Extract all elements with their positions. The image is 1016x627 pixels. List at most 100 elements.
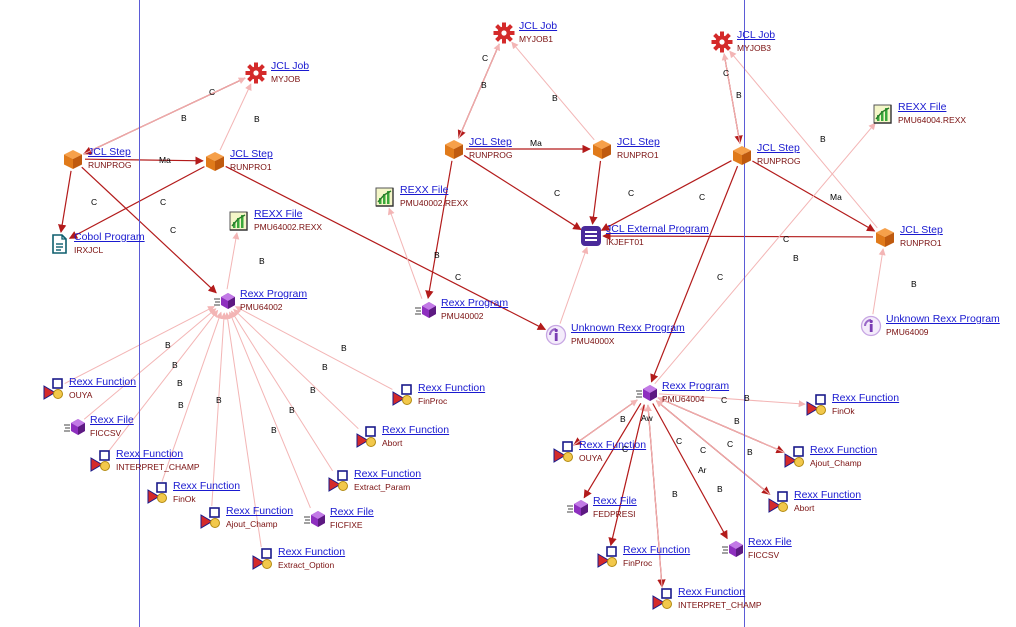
node-type-link[interactable]: Rexx Function (579, 439, 647, 451)
lane-divider (744, 0, 745, 627)
back-edge (224, 312, 262, 548)
node-type-link[interactable]: JCL Job (519, 20, 558, 32)
node-type-link[interactable]: Rexx Function (354, 468, 422, 480)
node-type-link[interactable]: JCL Step (230, 148, 273, 160)
node-name: RUNPRO1 (900, 238, 942, 248)
chart-file-icon (228, 210, 250, 232)
edge-label: C (700, 445, 707, 455)
call-edge (84, 156, 204, 165)
document-icon (48, 233, 70, 255)
node-type-link[interactable]: REXX File (898, 101, 947, 113)
edge-label: C (91, 197, 98, 207)
node-type-link[interactable]: Rexx File (593, 495, 637, 507)
cube-icon (591, 138, 613, 160)
node-type-link[interactable]: Cobol Program (74, 231, 145, 243)
node-name: Ajout_Champ (810, 458, 862, 468)
node-name: FinOk (832, 406, 855, 416)
cube-icon (62, 148, 84, 170)
node-name: FEDPRESI (593, 509, 636, 519)
node-name: INTERPRET_CHAMP (116, 462, 200, 472)
function-icon (252, 548, 274, 570)
node-type-link[interactable]: Rexx Function (810, 444, 878, 456)
edge-label: C (455, 272, 462, 282)
node-type-link[interactable]: Rexx Function (278, 546, 346, 558)
node-type-link[interactable]: Rexx Function (832, 392, 900, 404)
node-type-link[interactable]: JCL Step (617, 136, 660, 148)
edges-layer (58, 41, 886, 588)
edge-label: C (170, 225, 177, 235)
call-edge (650, 165, 739, 383)
back-edge (573, 399, 638, 446)
cube-icon (443, 138, 465, 160)
edge-label: B (481, 80, 487, 90)
edge-label: B (911, 279, 917, 289)
edge-label: C (727, 439, 734, 449)
edge-label: B (289, 405, 295, 415)
node-name: FinProc (623, 558, 653, 568)
node-type-link[interactable]: Rexx Function (623, 544, 691, 556)
node-type-link[interactable]: Rexx Program (662, 380, 730, 392)
function-icon (806, 394, 828, 416)
call-edge (58, 170, 72, 233)
edge-label: C (160, 197, 167, 207)
back-edge (644, 404, 663, 588)
info-icon (545, 324, 567, 346)
node-name: Abort (382, 438, 403, 448)
edge-label: C (676, 436, 683, 446)
node-name: PMU64002.REXX (254, 222, 323, 232)
node-name: RUNPRO1 (617, 150, 659, 160)
gear-icon (711, 31, 733, 53)
node-type-link[interactable]: Rexx File (330, 506, 374, 518)
back-edge (219, 83, 252, 151)
function-icon (597, 546, 619, 568)
function-icon (392, 384, 414, 406)
node-type-link[interactable]: Rexx Function (382, 424, 450, 436)
node-type-link[interactable]: REXX File (400, 184, 449, 196)
node-type-link[interactable]: Rexx Function (678, 586, 746, 598)
node-name: PMU64009 (886, 327, 929, 337)
node-type-link[interactable]: Rexx Program (441, 297, 509, 309)
edge-label: B (793, 253, 799, 263)
back-edge (511, 41, 595, 141)
node-name: IKJEFT01 (606, 237, 644, 247)
back-edge (657, 397, 785, 453)
node-type-link[interactable]: JCL Job (737, 29, 776, 41)
node-type-link[interactable]: JCL Job (271, 60, 310, 72)
node-type-link[interactable]: Rexx File (748, 536, 792, 548)
call-edge (81, 166, 217, 294)
call-edge (68, 166, 205, 239)
node-name: Extract_Option (278, 560, 335, 570)
node-type-link[interactable]: Rexx Function (173, 480, 241, 492)
back-edge (83, 77, 246, 155)
function-icon (200, 507, 222, 529)
node-type-link[interactable]: JCL Step (900, 224, 943, 236)
chart-file-icon (374, 186, 396, 208)
node-name: PMU40002.REXX (400, 198, 469, 208)
node-name: MYJOB3 (737, 43, 772, 53)
node-type-link[interactable]: REXX File (254, 208, 303, 220)
node-type-link[interactable]: Rexx Function (794, 489, 862, 501)
edge-label: C (554, 188, 561, 198)
node-type-link[interactable]: JCL External Program (606, 223, 709, 235)
node-type-link[interactable]: JCL Step (469, 136, 512, 148)
node-type-link[interactable]: Rexx Function (418, 382, 486, 394)
function-icon (147, 482, 169, 504)
node-type-link[interactable]: Rexx Program (240, 288, 308, 300)
node-type-link[interactable]: Unknown Rexx Program (571, 322, 685, 334)
edge-label: B (744, 393, 750, 403)
node-type-link[interactable]: Rexx Function (226, 505, 294, 517)
node-type-link[interactable]: Rexx Function (69, 376, 137, 388)
node-type-link[interactable]: Rexx File (90, 414, 134, 426)
rexx-program-icon (214, 290, 236, 312)
edge-label: B (620, 414, 626, 424)
back-edge (211, 312, 228, 507)
node-name: RUNPROG (469, 150, 513, 160)
node-type-link[interactable]: JCL Step (757, 142, 800, 154)
node-type-link[interactable]: Unknown Rexx Program (886, 313, 1000, 325)
back-edge (230, 310, 334, 472)
node-type-link[interactable]: JCL Step (88, 146, 131, 158)
rexx-program-icon (722, 538, 744, 560)
function-icon (356, 426, 378, 448)
edge-label: B (271, 425, 277, 435)
node-type-link[interactable]: Rexx Function (116, 448, 184, 460)
